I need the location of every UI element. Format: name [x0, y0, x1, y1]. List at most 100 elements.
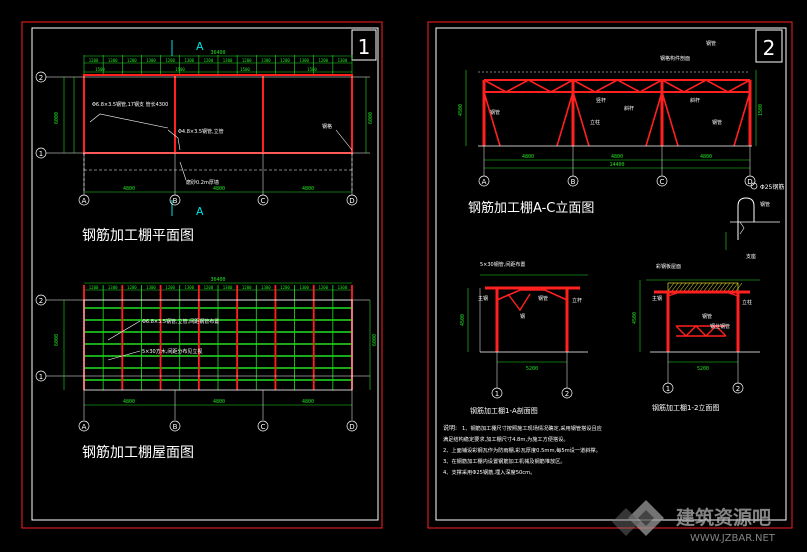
plan-note-1: Φ6.8×3.5钢管,17钢支 管长4300 [92, 101, 168, 108]
elev-label-7: 钢管 [490, 109, 500, 116]
section-a-label-5: 钢 [520, 313, 525, 320]
plan-col-label-circle [78, 194, 90, 206]
section-b-label-1: 彩钢板屋面 [656, 263, 681, 270]
roof-title: 钢筋加工棚屋面图 [82, 444, 194, 461]
roof-bay-dim: 1200 [89, 285, 99, 290]
elev-col-label-circle [478, 175, 490, 187]
elev-truss-web [572, 79, 663, 93]
roof-hatch-line [683, 282, 691, 292]
plan-row-label-1: 1 [39, 150, 43, 158]
elev-col-label: B [571, 178, 576, 186]
roof-hatch-line [707, 282, 715, 292]
roof-bay-dim: 1200 [318, 285, 328, 290]
elev-col-label: C [660, 178, 665, 186]
roof-bay-dim: 1300 [223, 285, 233, 290]
section-a-width-dim: 5200 [526, 366, 538, 372]
roof-span-dim-2: 4800 [213, 399, 225, 405]
roof-hatch-line [703, 282, 711, 292]
plan-mid-dim: 1500 [240, 67, 250, 72]
section-a-axis-2: 2 [565, 390, 569, 398]
elev-label-2: 钢格构件剖面 [660, 55, 690, 62]
roof-hatch-line [671, 282, 679, 292]
roof-bay-dim: 1300 [184, 285, 194, 290]
plan-bay-dim: 1200 [127, 58, 137, 63]
section-b-label-5: 立柱 [742, 299, 752, 306]
elev-brace [733, 91, 751, 147]
roof-bay-dim: 1300 [299, 285, 309, 290]
section-a-height-dim: 4500 [460, 314, 466, 326]
sheet2-frame: 2 [427, 21, 793, 529]
elev-label-3: 钢管 [712, 119, 722, 126]
elev-span-dim-2: 4800 [611, 154, 623, 160]
elev-height-dim: 4500 [458, 104, 464, 116]
plan-note-3: 钢格 [322, 123, 332, 130]
roof-col-label-circle [169, 420, 181, 432]
plan-bay-dim: 1200 [280, 58, 290, 63]
elev-label-1: 钢管 [706, 40, 716, 47]
plan-bay-dim: 1200 [318, 58, 328, 63]
plan-col-label: B [173, 197, 178, 205]
elev-brace [572, 91, 590, 147]
plan-col-label: D [349, 197, 354, 205]
plan-note-2: Φ4.8×3.5钢管,立管 [178, 128, 224, 135]
plan-bay-dim: 1200 [242, 58, 252, 63]
section-b-label-4: 主钢 [652, 295, 662, 302]
plan-note-4: 磨砂0.2m厚墙 [186, 179, 219, 186]
plan-mid-dim: 1500 [175, 67, 185, 72]
roof-bay-dim: 1300 [338, 285, 348, 290]
elev-label-6: 斜杆 [690, 97, 700, 104]
note-line-1: 1、钢筋加工棚尺寸按照施工现场情况确定,采用钢管搭设且应 [462, 424, 602, 432]
plan-col-label-circle [257, 194, 269, 206]
elev-brace [645, 91, 663, 147]
note-line-2: 满足结构稳定要求,加工棚尺寸4.8m,为施工方便搭设。 [443, 435, 569, 443]
watermark-logo-icon [612, 500, 664, 536]
roof-row-label-1: 1 [39, 373, 43, 381]
notes-title: 说明: [443, 424, 457, 432]
roof-hatch-line [719, 282, 727, 292]
roof-col-label: D [349, 423, 354, 431]
section-a-label-4: 主钢 [478, 295, 488, 302]
roof-depth-dim: 6000 [54, 334, 60, 346]
roof-bay-dim: 1300 [261, 285, 271, 290]
plan-depth-dim-right: 6000 [368, 112, 374, 124]
elev-truss-web [483, 79, 574, 93]
note-line-5: 4、支撑采用Φ25钢筋,埋入深度50cm。 [443, 468, 535, 476]
roof-bay-dim: 1200 [280, 285, 290, 290]
section-b-label-2: 钢管 [702, 313, 712, 320]
plan-col-label-circle [169, 194, 181, 206]
plan-row-label-2: 2 [39, 74, 43, 82]
plan-mid-dim: 1500 [95, 67, 105, 72]
roof-hatch-line [687, 282, 695, 292]
roof-hatch-line [679, 282, 687, 292]
sheet1-frame: 1 [21, 21, 383, 529]
roof-note-1: Φ6.8×3.5钢管,立管,间距钢管布置 [142, 318, 219, 325]
roof-bay-dim: 1300 [108, 285, 118, 290]
roof-hatch-line [695, 282, 703, 292]
plan-depth-dim: 6000 [54, 112, 60, 124]
roof-hatch-line [675, 282, 683, 292]
roof-hatch-line [735, 282, 743, 292]
section-a-label-1: 5×30钢管,间距布置 [480, 261, 525, 268]
elev-label-8: 立柱 [590, 119, 600, 126]
roof-col-label-circle [346, 420, 358, 432]
plan-total-dim: 36400 [210, 50, 225, 56]
note-line-3: 2、上面铺设彩钢瓦作为防雨棚,彩瓦厚度0.5mm,每5m设一道斜撑。 [443, 446, 601, 454]
roof-bay-dim: 1200 [127, 285, 137, 290]
plan-bay-dim: 1200 [165, 58, 175, 63]
elev-height-dim-right: 1500 [758, 104, 764, 116]
roof-hatch-line [731, 282, 739, 292]
plan-bay-dim: 1300 [223, 58, 233, 63]
roof-span-dim-3: 4800 [302, 399, 314, 405]
roof-depth-dim-right: 6000 [372, 334, 378, 346]
plan-bay-dim: 1200 [204, 58, 214, 63]
section-a-title: 钢筋加工棚1-A剖面图 [470, 406, 538, 415]
roof-hatch-line [711, 282, 719, 292]
elev-col-label-circle [744, 175, 756, 187]
roof-total-dim: 36400 [210, 277, 225, 283]
section-a-axis-1: 1 [495, 390, 499, 398]
elevation-view: 4500 1500 钢管 钢格构件剖面 钢管 竖杆 斜杆 斜杆 钢管 立柱 48… [458, 40, 764, 216]
general-notes: 说明: 1、钢筋加工棚尺寸按照施工现场情况确定,采用钢管搭设且应 满足结构稳定要… [443, 424, 602, 476]
